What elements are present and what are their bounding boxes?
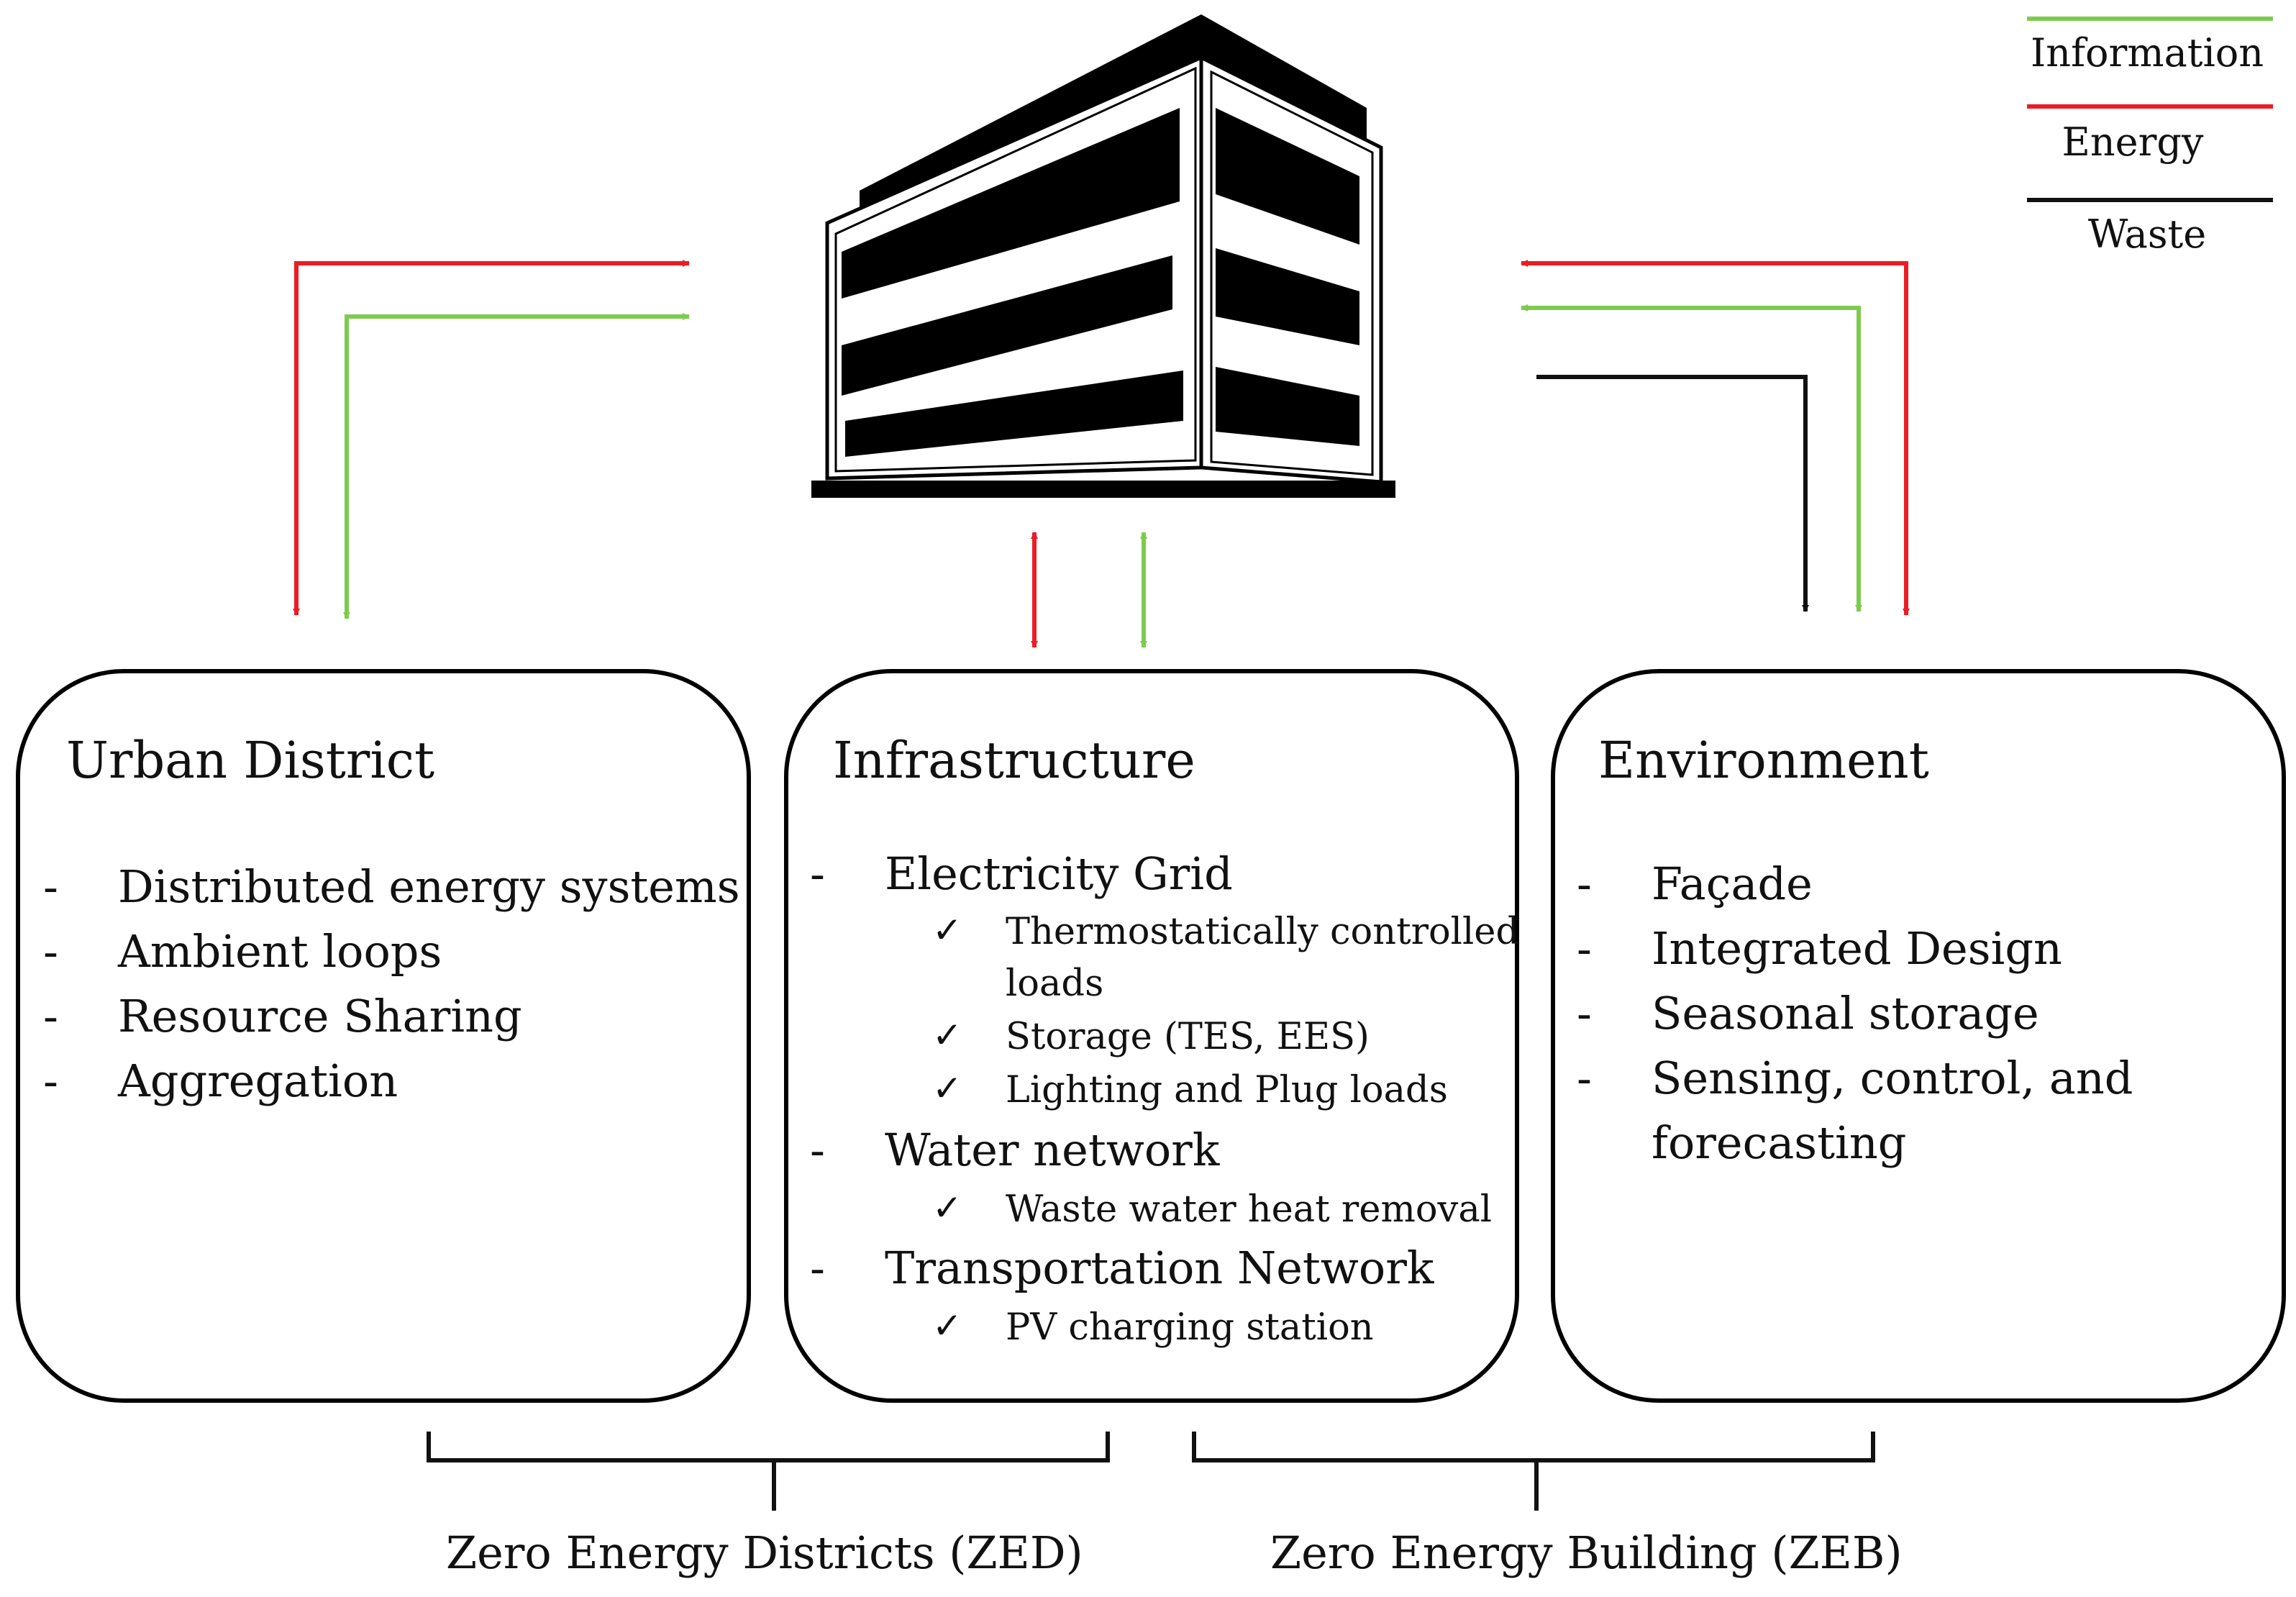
office-building-icon <box>811 14 1395 498</box>
bullet-dash: - <box>1577 922 1592 975</box>
legend-label-information: Information <box>2030 30 2264 76</box>
bullet-dash: - <box>1577 857 1592 910</box>
bullet-dash: - <box>1577 987 1592 1039</box>
waste-arrow-environment <box>1536 375 1809 612</box>
check-icon: ✓ <box>932 1305 962 1347</box>
bullet-dash: - <box>43 990 58 1042</box>
information-arrow-district-to-building <box>343 313 690 619</box>
environment-box <box>1551 669 2286 1403</box>
energy-arrow-environment <box>1521 260 1910 616</box>
zed-label: Zero Energy Districts (ZED) <box>446 1527 1083 1579</box>
information-arrow-environment <box>1521 304 1862 612</box>
check-icon: ✓ <box>932 1068 962 1109</box>
check-icon: ✓ <box>932 1014 962 1056</box>
zeb-brace <box>1192 1432 1875 1511</box>
bullet-dash: - <box>1577 1052 1592 1104</box>
environment-title: Environment <box>1598 731 1929 790</box>
infrastructure-title: Infrastructure <box>833 731 1195 790</box>
bullet-dash: - <box>43 1055 58 1107</box>
energy-arrow-district-to-building <box>293 260 690 616</box>
legend-label-energy: Energy <box>2062 119 2204 165</box>
zed-brace <box>427 1432 1110 1511</box>
zeb-label: Zero Energy Building (ZEB) <box>1270 1527 1903 1579</box>
check-icon: ✓ <box>932 909 962 951</box>
bullet-dash: - <box>43 860 58 913</box>
urban-district-box <box>16 669 751 1403</box>
infrastructure-box <box>784 669 1519 1403</box>
urban-district-title: Urban District <box>66 731 435 790</box>
legend-label-waste: Waste <box>2087 211 2207 257</box>
bullet-dash: - <box>810 1242 825 1294</box>
bullet-dash: - <box>810 1124 825 1176</box>
bullet-dash: - <box>810 847 825 900</box>
check-icon: ✓ <box>932 1187 962 1229</box>
bullet-dash: - <box>43 925 58 978</box>
